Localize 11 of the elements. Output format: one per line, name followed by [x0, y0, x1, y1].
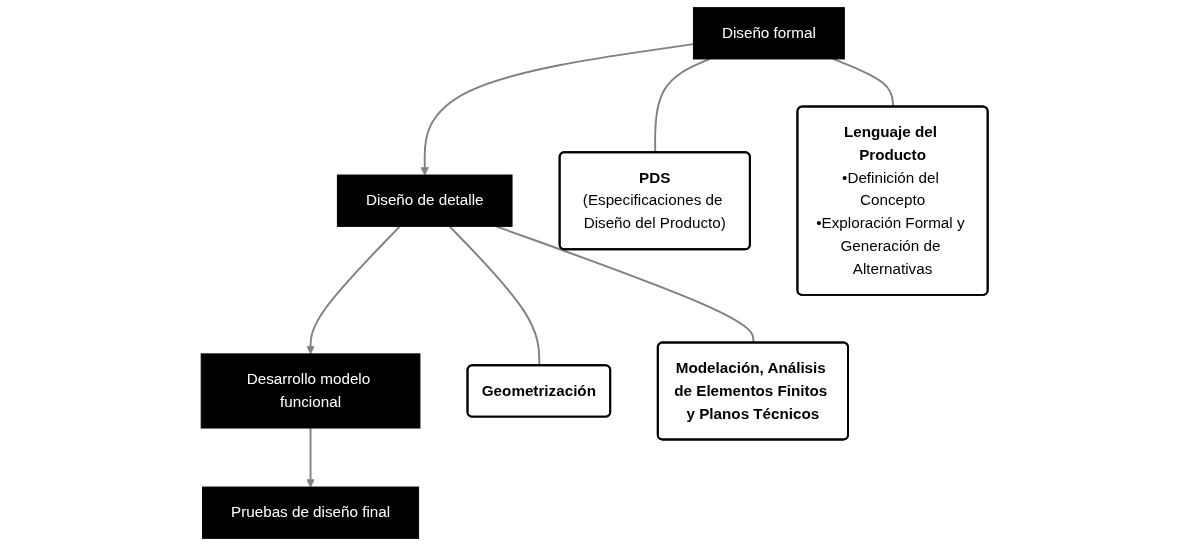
arrow [306, 427, 315, 488]
connector [448, 225, 541, 367]
arrow [420, 43, 695, 176]
connector [654, 58, 711, 154]
node-box: Diseño de detalle [336, 174, 513, 227]
arrow [306, 225, 401, 355]
node-box: Diseño formal [693, 7, 845, 60]
node-box: Pruebas de diseño final [202, 486, 420, 539]
connector [495, 225, 755, 344]
node-box: Desarrollo modelo funcional [200, 353, 421, 429]
connector [832, 58, 895, 108]
